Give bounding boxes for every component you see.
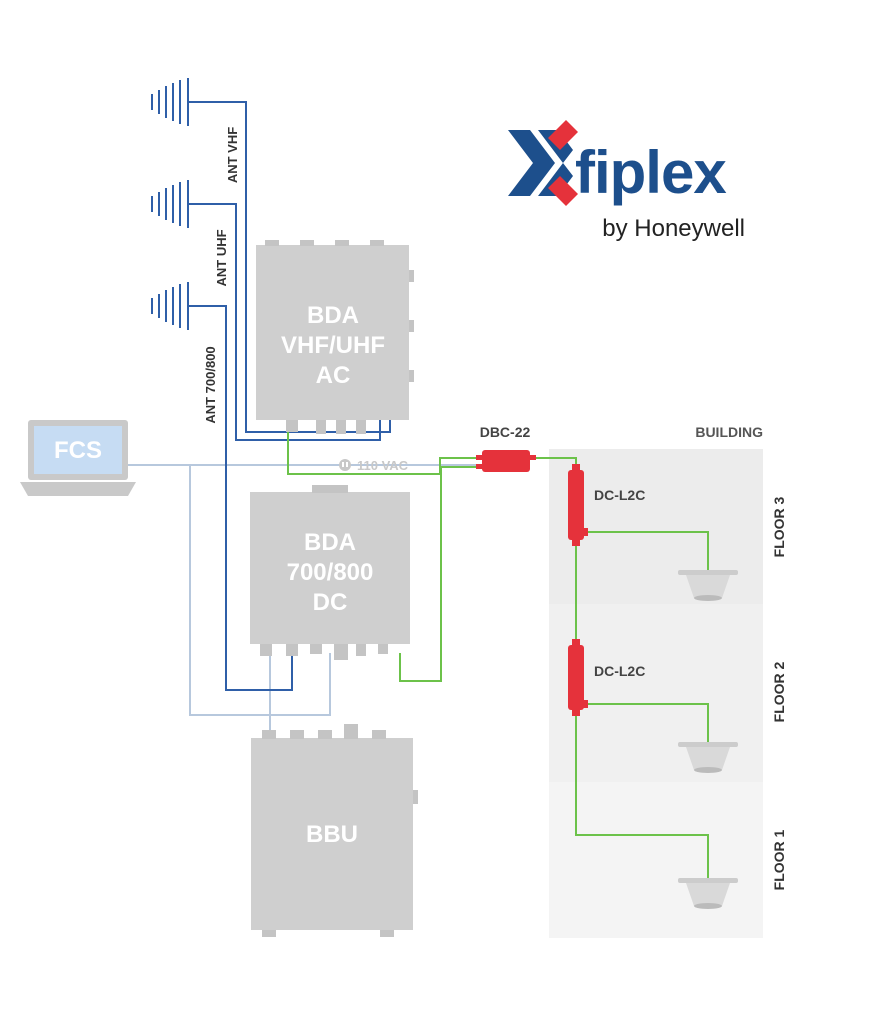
laptop-base bbox=[20, 482, 136, 496]
antenna-uhf-icon bbox=[151, 180, 189, 228]
antenna-700-800-icon bbox=[151, 282, 189, 330]
fiplex-mark-icon bbox=[508, 120, 578, 206]
floor-2-label: FLOOR 2 bbox=[771, 661, 787, 722]
antenna-vhf-icon bbox=[151, 78, 189, 126]
dc-l2c-floor3-label: DC-L2C bbox=[594, 487, 645, 503]
bda-700-800-line3: DC bbox=[313, 589, 348, 616]
rf-cables bbox=[287, 420, 709, 878]
ceiling-antenna-floor2-icon bbox=[678, 742, 738, 773]
dc-l2c-floor2: DC-L2C bbox=[568, 639, 645, 716]
bda-700-800-line1: BDA bbox=[304, 529, 356, 556]
fiplex-logo: fiplex by Honeywell bbox=[508, 120, 745, 242]
dc-l2c-floor2-label: DC-L2C bbox=[594, 663, 645, 679]
bda-700-800-dc: BDA 700/800 DC bbox=[250, 485, 410, 660]
ceiling-antenna-floor3-icon bbox=[678, 570, 738, 601]
floor-1-label: FLOOR 1 bbox=[771, 829, 787, 890]
dbc-22-coupler: DBC-22 bbox=[476, 424, 536, 472]
floor-3-label: FLOOR 3 bbox=[771, 496, 787, 557]
bbu: BBU bbox=[251, 724, 418, 937]
power-plug-icon bbox=[339, 459, 351, 471]
dc-l2c-floor3: DC-L2C bbox=[568, 464, 645, 546]
brand-name: fiplex bbox=[575, 139, 726, 206]
bda-vhf-uhf-ac: BDA VHF/UHF AC bbox=[256, 240, 414, 434]
power-input: 110 VAC bbox=[339, 458, 409, 473]
ant-700-800-label: ANT 700/800 bbox=[203, 346, 218, 423]
ant-uhf-label: ANT UHF bbox=[214, 229, 229, 286]
floor-1-area bbox=[549, 782, 763, 938]
building: BUILDING FLOOR 3 FLOOR 2 FLOOR 1 bbox=[549, 424, 787, 938]
bbu-label: BBU bbox=[306, 821, 358, 848]
ceiling-antenna-floor1-icon bbox=[678, 878, 738, 909]
dbc-22-label: DBC-22 bbox=[480, 424, 531, 440]
fcs-laptop: FCS bbox=[20, 420, 136, 496]
bda-vhf-uhf-line2: VHF/UHF bbox=[281, 332, 385, 359]
power-label: 110 VAC bbox=[357, 458, 409, 473]
fcs-label: FCS bbox=[54, 437, 102, 464]
ant-vhf-label: ANT VHF bbox=[225, 127, 240, 183]
antenna-cables bbox=[188, 101, 391, 691]
brand-tagline: by Honeywell bbox=[602, 215, 745, 242]
bda-700-800-line2: 700/800 bbox=[287, 559, 374, 586]
control-cables bbox=[127, 464, 500, 740]
bda-vhf-uhf-line1: BDA bbox=[307, 302, 359, 329]
building-title: BUILDING bbox=[695, 424, 763, 440]
bda-vhf-uhf-line3: AC bbox=[316, 362, 351, 389]
